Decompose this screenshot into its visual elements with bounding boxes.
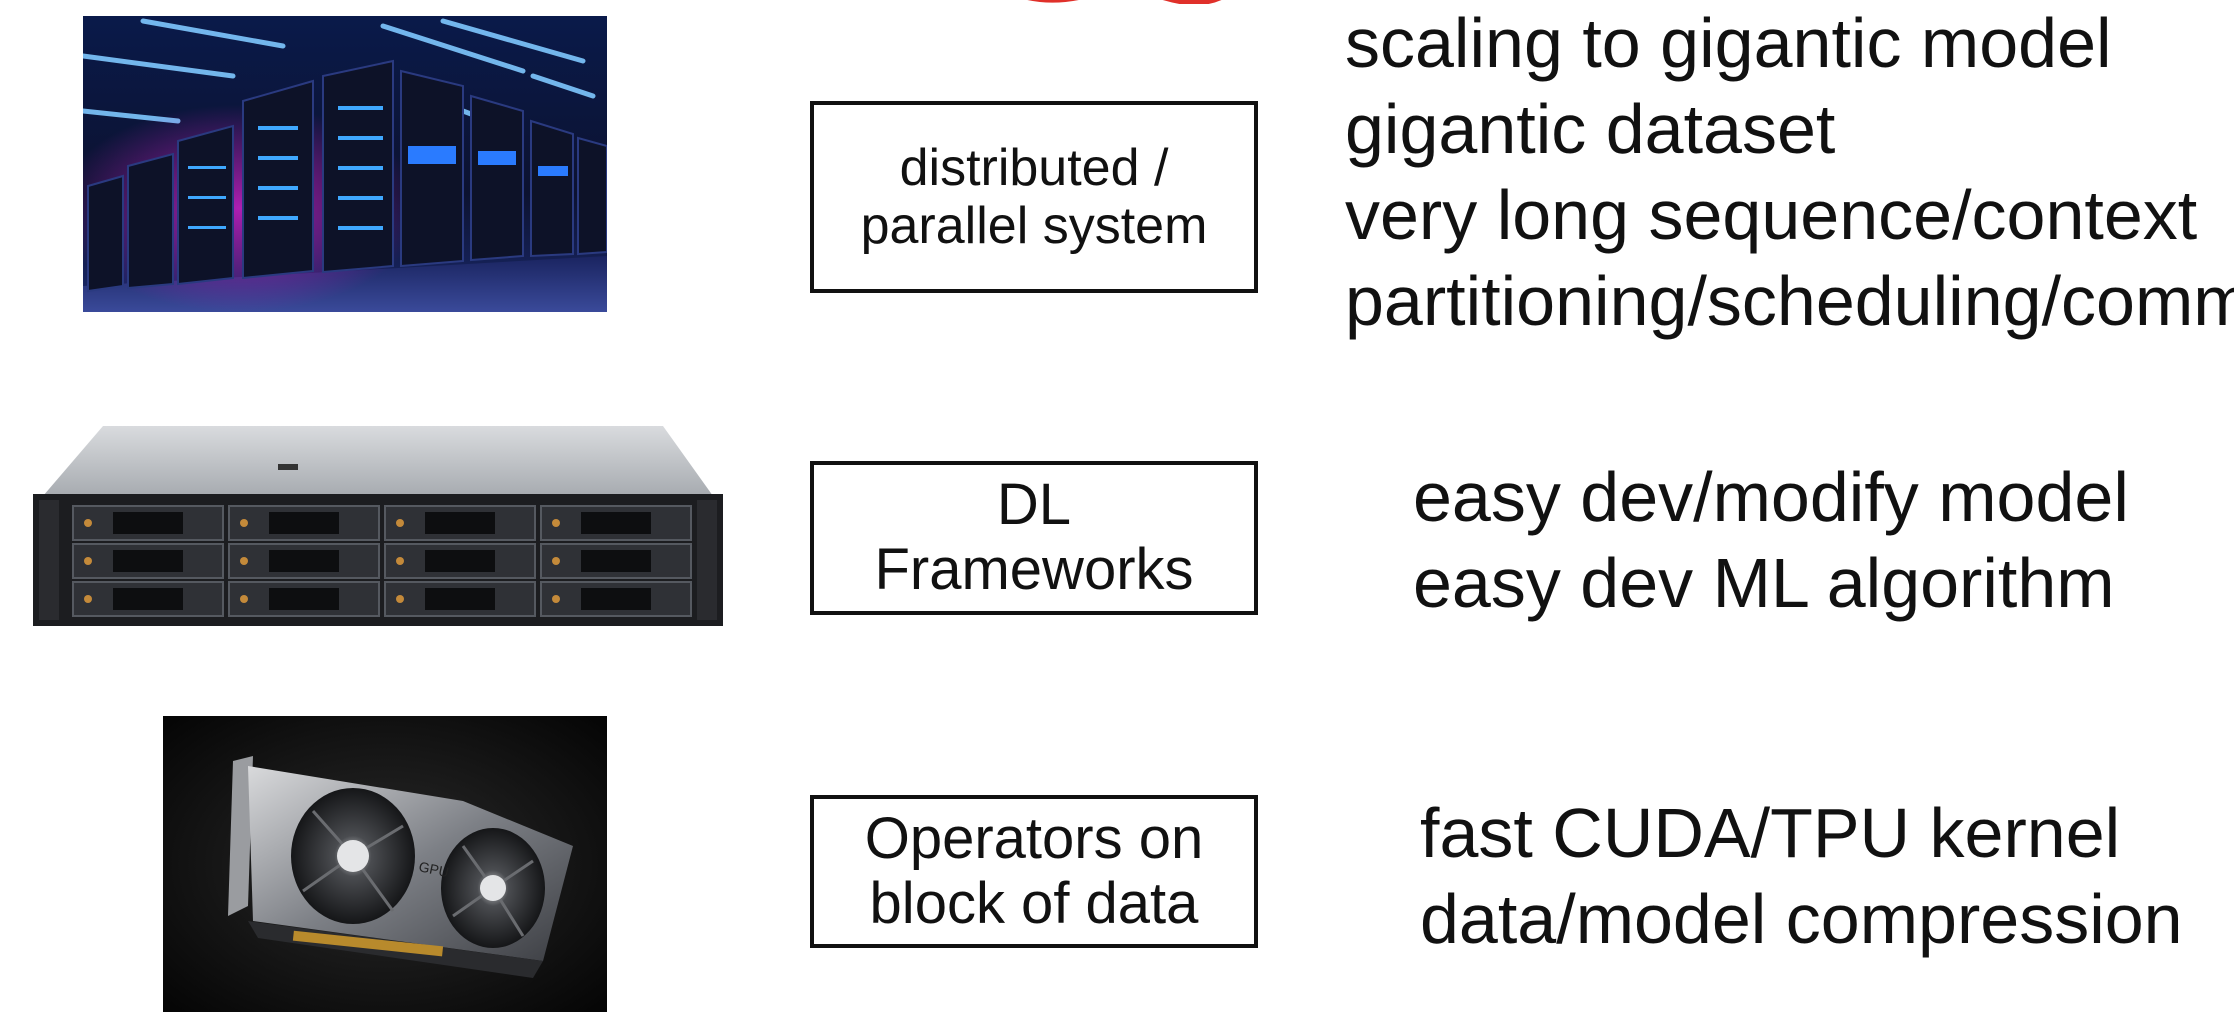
box-line: Frameworks — [874, 537, 1194, 602]
cutoff-red-text — [1005, 0, 1235, 6]
rack-server-image — [33, 426, 723, 626]
box-line: parallel system — [860, 197, 1208, 255]
desc-line: easy dev ML algorithm — [1413, 544, 2115, 622]
layer-desc-system: scaling to gigantic model gigantic datas… — [1345, 0, 2234, 344]
layer-desc-operators: fast CUDA/TPU kernel data/model compress… — [1420, 790, 2183, 962]
layer-row-framework: DL Frameworks easy dev/modify model easy… — [0, 330, 2234, 660]
box-line: distributed / — [899, 138, 1169, 197]
box-line: block of data — [869, 870, 1199, 936]
desc-line: data/model compression — [1420, 880, 2183, 958]
layer-box-operators: Operators on block of data — [810, 795, 1258, 948]
layer-desc-framework: easy dev/modify model easy dev ML algori… — [1413, 454, 2129, 626]
box-line: DL — [996, 472, 1072, 538]
layer-box-framework: DL Frameworks — [810, 461, 1258, 615]
layer-row-operators: GPU Operators on block of data fast CUDA… — [0, 660, 2234, 1018]
svg-text:GPU: GPU — [417, 858, 450, 880]
layer-box-system: distributed / parallel system — [810, 101, 1258, 293]
layer-row-system: distributed / parallel system scaling to… — [0, 0, 2234, 340]
desc-line: scaling to gigantic model — [1345, 4, 2112, 82]
gpu-card-image: GPU — [163, 716, 607, 1012]
desc-line: partitioning/scheduling/comm — [1345, 262, 2234, 340]
desc-line: gigantic dataset — [1345, 90, 1836, 168]
datacenter-image — [83, 16, 607, 312]
desc-line: very long sequence/context — [1345, 176, 2198, 254]
desc-line: fast CUDA/TPU kernel — [1420, 794, 2121, 872]
box-line: Operators on — [864, 805, 1204, 871]
desc-line: easy dev/modify model — [1413, 458, 2129, 536]
